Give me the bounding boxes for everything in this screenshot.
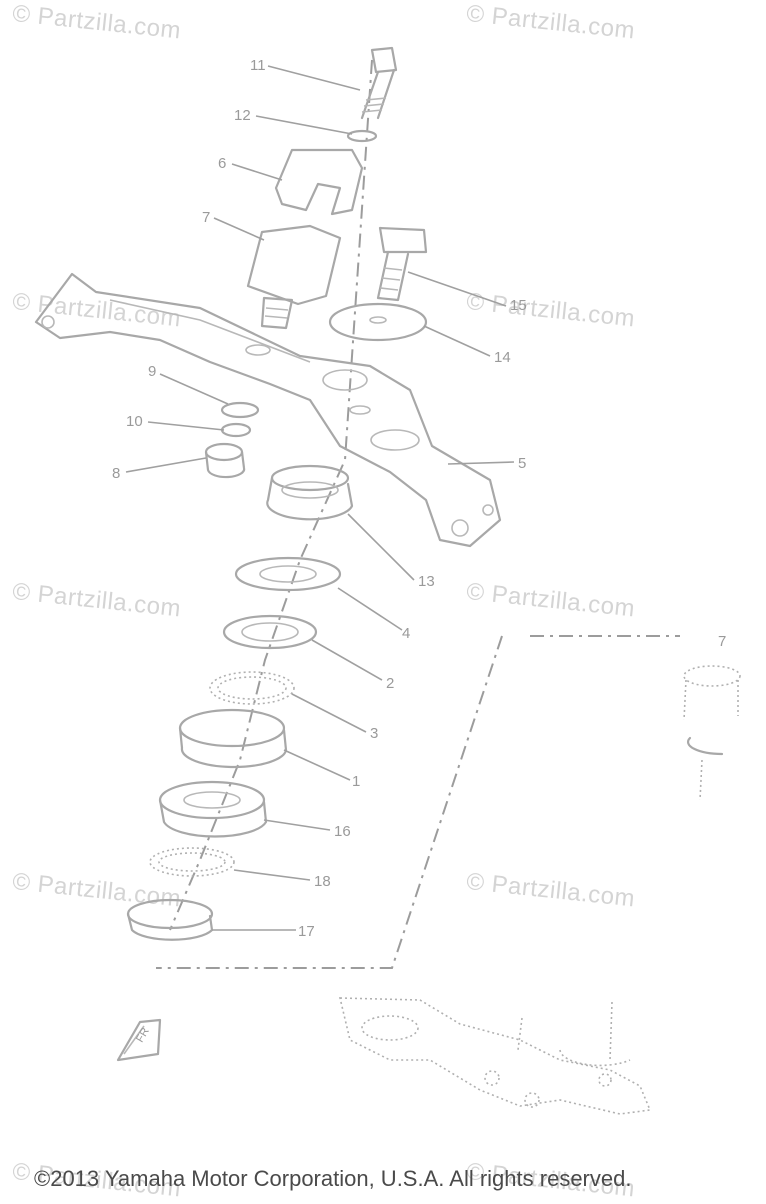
part-2-race [222,614,318,650]
callout-2: 2 [386,675,395,692]
part-5-upper-bracket [34,272,502,548]
part-9-washer [220,401,260,419]
callout-18: 18 [314,873,331,890]
part-7-alt-view [683,665,741,801]
callout-12: 12 [234,107,251,124]
part-12-washer [346,129,378,143]
leader-18 [233,869,311,881]
leader-14 [423,325,491,357]
leader-15 [407,271,507,307]
leader-12 [255,115,353,135]
callout-4: 4 [402,625,411,642]
callout-13: 13 [418,573,435,590]
leader-3 [291,693,367,733]
callout-6: 6 [218,155,227,172]
part-16-race [158,780,268,838]
lower-bracket-steering-stem [338,997,652,1115]
callout-9: 9 [148,363,157,380]
leader-6 [231,163,283,181]
callout-3: 3 [370,725,379,742]
front-direction-mark [116,1018,162,1062]
leader-11 [267,65,361,91]
part-1-race [178,708,288,769]
callout-15: 15 [510,297,527,314]
leader-2 [311,639,383,681]
callout-7: 7 [202,209,211,226]
part-4-seal [234,556,342,592]
part-7-lower-holder [246,224,342,330]
part-14-cap [328,302,428,342]
part-11-bolt [360,46,398,120]
callout-16: 16 [334,823,351,840]
leader-4 [337,587,403,631]
part-8-collar [204,442,246,479]
part-18-balls [149,847,235,877]
part-15-bolt [376,226,428,302]
callout-8: 8 [112,465,121,482]
copyright-notice: ©2013 Yamaha Motor Corporation, U.S.A. A… [34,1166,632,1191]
leader-9 [159,373,229,405]
callout-11: 11 [250,57,266,74]
callout-5: 5 [518,455,527,472]
part-3-balls [209,671,295,705]
leader-16 [263,819,331,831]
leader-8 [125,457,207,473]
part-10-nut [220,422,252,438]
reference-bracket [156,635,503,969]
leader-10 [147,421,225,431]
leader-1 [283,749,351,781]
callout-14: 14 [494,349,511,366]
assembly-axis [169,59,373,931]
callout-1: 1 [352,773,361,790]
leader-5 [447,461,515,465]
callout-10: 10 [126,413,143,430]
callout-7-inset: 7 [718,633,727,650]
leader-7 [213,217,265,241]
part-6-upper-holder [274,148,364,216]
callout-17: 17 [298,923,315,940]
part-17-race [126,898,214,941]
leader-13 [347,513,415,581]
part-13-ring-nut [266,464,354,521]
